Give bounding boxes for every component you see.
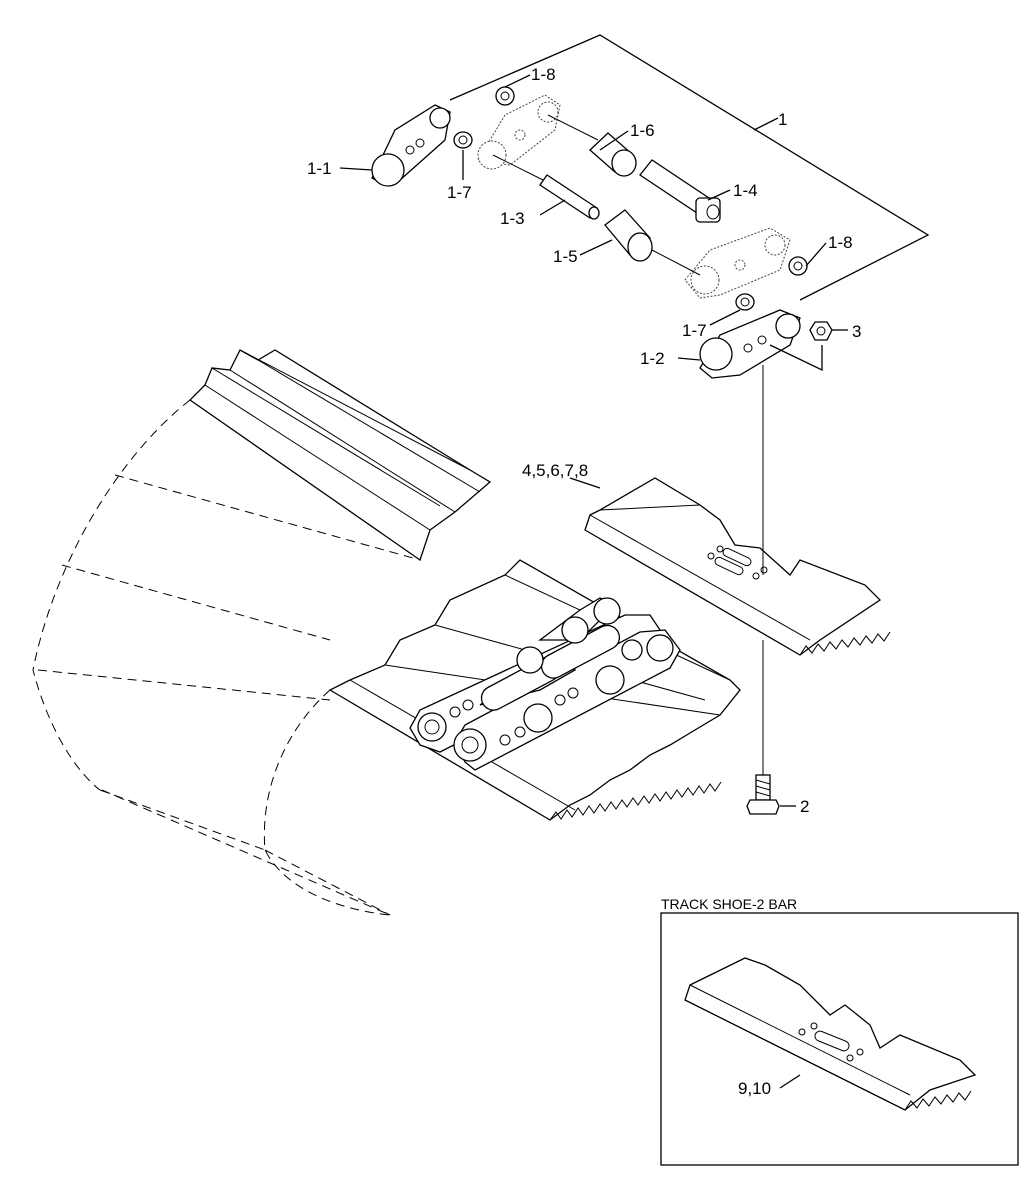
inset-title: TRACK SHOE-2 BAR xyxy=(661,896,797,912)
seal-1-7-right xyxy=(735,293,755,311)
bushing-1-5 xyxy=(604,209,653,262)
spacer-1-8-top xyxy=(495,86,515,106)
callout-1-5: 1-5 xyxy=(553,247,578,266)
callout-shoe-2bar: 9,10 xyxy=(738,1079,771,1098)
link-1-2 xyxy=(699,309,801,379)
upper-shoe xyxy=(188,349,492,562)
inset-frame xyxy=(660,912,1019,1166)
callout-1-3: 1-3 xyxy=(500,209,525,228)
ghost-link-upper xyxy=(477,94,561,170)
chain-links xyxy=(409,597,681,771)
track-shoe-detached xyxy=(569,365,891,775)
nut-3 xyxy=(809,321,833,341)
callout-1-7-right: 1-7 xyxy=(682,321,707,340)
link-1-1 xyxy=(371,104,451,187)
callout-shoe: 4,5,6,7,8 xyxy=(522,461,588,480)
callout-1-4: 1-4 xyxy=(733,181,758,200)
spacer-1-8-right xyxy=(788,256,808,276)
pin-1-4 xyxy=(639,159,721,223)
assembly-bracket xyxy=(449,34,930,301)
callout-1-8-top: 1-8 xyxy=(531,65,556,84)
link-assembly xyxy=(339,34,930,379)
pin-1-3 xyxy=(539,174,600,220)
callout-1-7-left: 1-7 xyxy=(447,183,472,202)
callout-1-6: 1-6 xyxy=(630,121,655,140)
callout-1-1: 1-1 xyxy=(307,159,332,178)
inset-track-shoe-2bar xyxy=(660,912,1019,1166)
bolt-2 xyxy=(746,774,796,815)
bushing-1-6 xyxy=(589,132,637,177)
callout-2: 2 xyxy=(800,797,809,816)
seal-1-7-left xyxy=(453,131,473,149)
track-assembly xyxy=(32,349,741,916)
track-loop-outline xyxy=(32,399,191,791)
callout-1-2: 1-2 xyxy=(640,349,665,368)
ghost-link-lower xyxy=(684,227,791,299)
track-shoe-2bar xyxy=(684,957,977,1111)
callout-1-8-right: 1-8 xyxy=(828,233,853,252)
callout-1: 1 xyxy=(778,110,787,129)
callout-3: 3 xyxy=(852,322,861,341)
